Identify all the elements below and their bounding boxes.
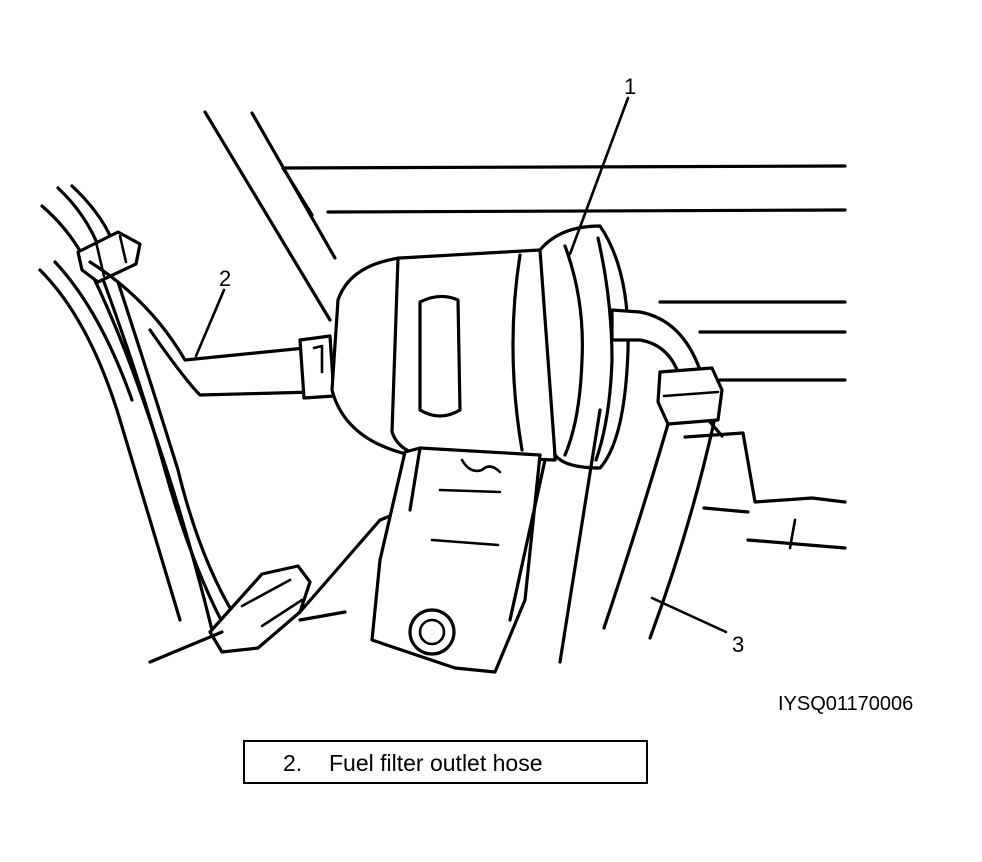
callout-2: 2 bbox=[219, 266, 232, 291]
caption-box: 2. Fuel filter outlet hose bbox=[243, 740, 648, 784]
fuel-line-bundle bbox=[38, 184, 412, 664]
leader-1 bbox=[568, 96, 630, 256]
callout-3: 3 bbox=[732, 632, 745, 657]
outlet-hose bbox=[602, 308, 724, 640]
figure-code: IYSQ01170006 bbox=[778, 693, 914, 715]
caption-number: 2. bbox=[283, 750, 303, 776]
caption-text: Fuel filter outlet hose bbox=[329, 750, 543, 776]
callout-1: 1 bbox=[624, 74, 637, 99]
fuel-filter bbox=[330, 224, 630, 674]
leader-2 bbox=[194, 288, 226, 358]
leader-3 bbox=[650, 596, 728, 634]
inlet-hose bbox=[88, 260, 336, 400]
leader-lines bbox=[194, 96, 728, 634]
